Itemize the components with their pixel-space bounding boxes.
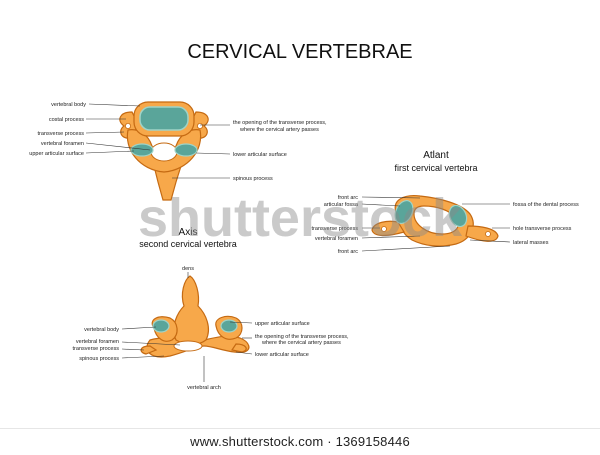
label-opening-line2: where the cervical artery passes bbox=[239, 127, 319, 133]
footer-text: www.shutterstock.com · 1369158446 bbox=[0, 434, 600, 449]
axis-illustration bbox=[141, 276, 249, 357]
label-atlant-lateral-masses: lateral masses bbox=[513, 240, 549, 246]
label-vertebral-foramen: vertebral foramen bbox=[41, 141, 84, 147]
label-axis-lower-articular: lower articular surface bbox=[255, 352, 309, 358]
watermark: shutterstock bbox=[138, 188, 463, 248]
axis-labels: dens vertebral body vertebral foramen tr… bbox=[73, 266, 349, 391]
label-upper-articular-surface: upper articular surface bbox=[29, 151, 84, 157]
label-atlant-front-arc-2: front arc bbox=[338, 249, 358, 255]
label-atlant-hole-transverse: hole transverse process bbox=[513, 226, 572, 232]
label-axis-vertebral-arch: vertebral arch bbox=[187, 385, 221, 391]
atlant-subtitle: first cervical vertebra bbox=[394, 163, 477, 173]
label-axis-transverse-process: transverse process bbox=[73, 346, 120, 352]
label-axis-upper-articular: upper articular surface bbox=[255, 321, 310, 327]
atlant-title: Atlant bbox=[423, 150, 449, 161]
diagram-title: CERVICAL VERTEBRAE bbox=[187, 41, 412, 63]
footer-bar: www.shutterstock.com · 1369158446 bbox=[0, 428, 600, 455]
label-transverse-process: transverse process bbox=[38, 131, 85, 137]
label-axis-dens: dens bbox=[182, 266, 194, 272]
label-vertebral-body: vertebral body bbox=[51, 102, 86, 108]
label-axis-spinous-process: spinous process bbox=[79, 356, 119, 362]
label-axis-opening-line2: where the cervical artery passes bbox=[261, 340, 341, 346]
label-opening-line1: the opening of the transverse process, bbox=[233, 120, 327, 126]
label-axis-vertebral-body: vertebral body bbox=[84, 327, 119, 333]
label-atlant-fossa-dental: fossa of the dental process bbox=[513, 202, 579, 208]
label-axis-vertebral-foramen: vertebral foramen bbox=[76, 339, 119, 345]
label-costal-process: costal process bbox=[49, 117, 84, 123]
label-lower-articular-surface: lower articular surface bbox=[233, 152, 287, 158]
label-spinous-process: spinous process bbox=[233, 176, 273, 182]
